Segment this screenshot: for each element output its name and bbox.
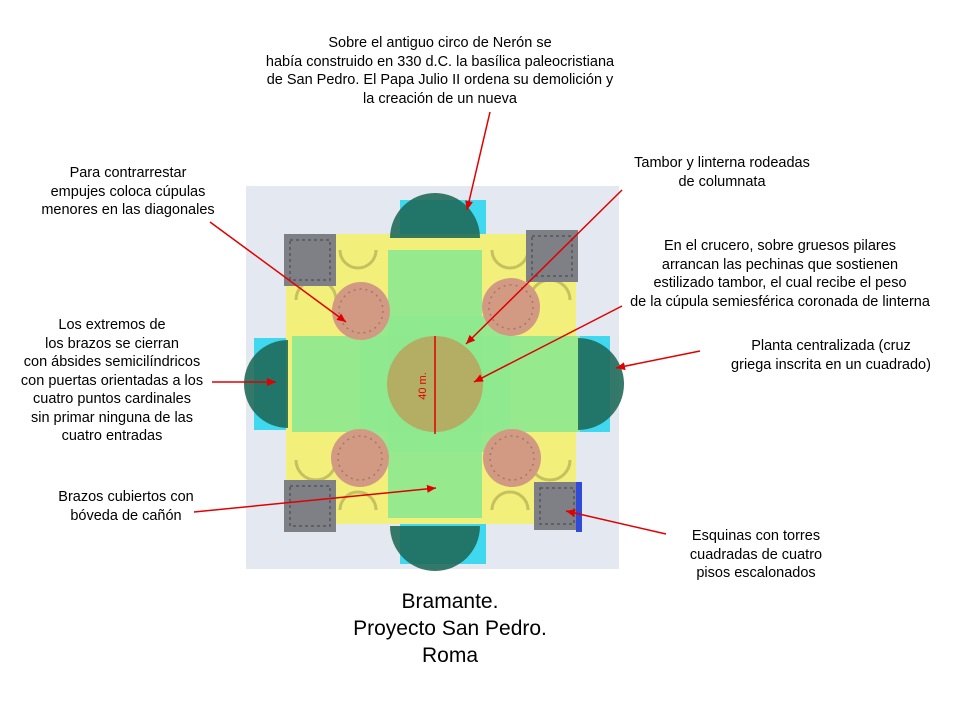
corner-tower-bottom-right	[534, 482, 580, 530]
annotation-text: Planta centralizada (cruz	[751, 338, 911, 354]
annotation-text: arrancan las pechinas que sostienen	[661, 256, 899, 273]
annotation-text: Brazos cubiertos con	[58, 489, 194, 505]
annotation-plan: Planta centralizada (cruz griega inscrit…	[700, 337, 960, 374]
annotation-text: cuadradas de cuatro	[689, 546, 823, 563]
arrow-diagonal-domes	[209, 221, 347, 323]
annotation-text: cuatro puntos cardinales	[33, 391, 191, 407]
annotation-text: Sobre el antiguo circo de Nerón se	[328, 35, 552, 51]
apse-right	[578, 338, 624, 430]
minor-dome-bottom-left	[331, 429, 389, 487]
annotation-apses: Los extremos de los brazos se cierran co…	[8, 316, 216, 446]
annotation-text: con puertas orientadas a los	[20, 372, 204, 389]
arrow-vaults	[193, 484, 437, 513]
annotation-text: con ábsides semicilíndricos	[23, 354, 201, 370]
corner-tower-bottom-left	[284, 480, 336, 532]
annotation-text: pisos escalonados	[696, 565, 816, 581]
title-line: Bramante.	[401, 590, 499, 613]
annotation-text: menores en las diagonales	[41, 202, 215, 218]
title-line: Proyecto San Pedro.	[353, 617, 547, 640]
annotation-text: Tambor y linterna rodeadas	[634, 155, 810, 171]
minor-dome-top-left	[332, 282, 390, 340]
annotation-text: de la cúpula semiesférica coronada de li…	[630, 293, 930, 310]
apse-left	[244, 340, 288, 428]
annotation-text: Esquinas con torres	[691, 528, 821, 544]
annotation-text: En el crucero, sobre gruesos pilares	[663, 238, 897, 254]
annotation-circus: Sobre el antiguo circo de Nerón se había…	[244, 34, 636, 108]
arrow-drum	[465, 189, 623, 345]
annotation-text: los brazos se cierran	[45, 335, 179, 352]
annotation-text: Para contrarrestar	[69, 165, 187, 181]
annotation-text: bóveda de cañón	[70, 507, 182, 524]
annotation-text: había construido en 330 d.C. la basílica…	[265, 53, 615, 70]
arrow-plan	[615, 350, 701, 371]
annotation-text: Los extremos de	[58, 317, 166, 333]
annotation-text: griega inscrita en un cuadrado)	[731, 356, 931, 373]
corner-tower-edge	[576, 482, 582, 532]
annotation-crossing: En el crucero, sobre gruesos pilares arr…	[612, 237, 948, 311]
annotation-diagonal-domes: Para contrarrestar empujes coloca cúpula…	[20, 164, 236, 220]
title-line: Roma	[421, 644, 479, 667]
apse-top	[390, 193, 480, 238]
arrow-crossing	[473, 305, 623, 383]
annotation-text: de San Pedro. El Papa Julio II ordena su…	[266, 72, 614, 88]
annotation-text: empujes coloca cúpulas	[50, 183, 206, 200]
arrow-circus	[465, 111, 491, 211]
annotation-text: la creación de un nueva	[363, 90, 517, 107]
dimension-label: 40 m.	[417, 372, 429, 400]
minor-dome-bottom-right	[483, 429, 541, 487]
annotation-text: sin primar ninguna de las	[30, 409, 193, 426]
corner-tower-top-left	[284, 234, 336, 286]
minor-dome-top-right	[482, 278, 540, 336]
corner-tower-top-right	[526, 230, 578, 282]
annotation-text: de columnata	[678, 173, 766, 190]
annotation-drum: Tambor y linterna rodeadas de columnata	[612, 154, 832, 191]
apse-bottom	[390, 526, 480, 571]
annotation-vaults: Brazos cubiertos con bóveda de cañón	[36, 488, 216, 525]
annotation-text: estilizado tambor, el cual recibe el pes…	[653, 275, 907, 291]
slide-title: Bramante. Proyecto San Pedro. Roma	[320, 588, 580, 669]
arrow-towers	[565, 509, 667, 535]
annotation-towers: Esquinas con torres cuadradas de cuatro …	[666, 527, 846, 583]
annotation-text: cuatro entradas	[61, 428, 163, 444]
